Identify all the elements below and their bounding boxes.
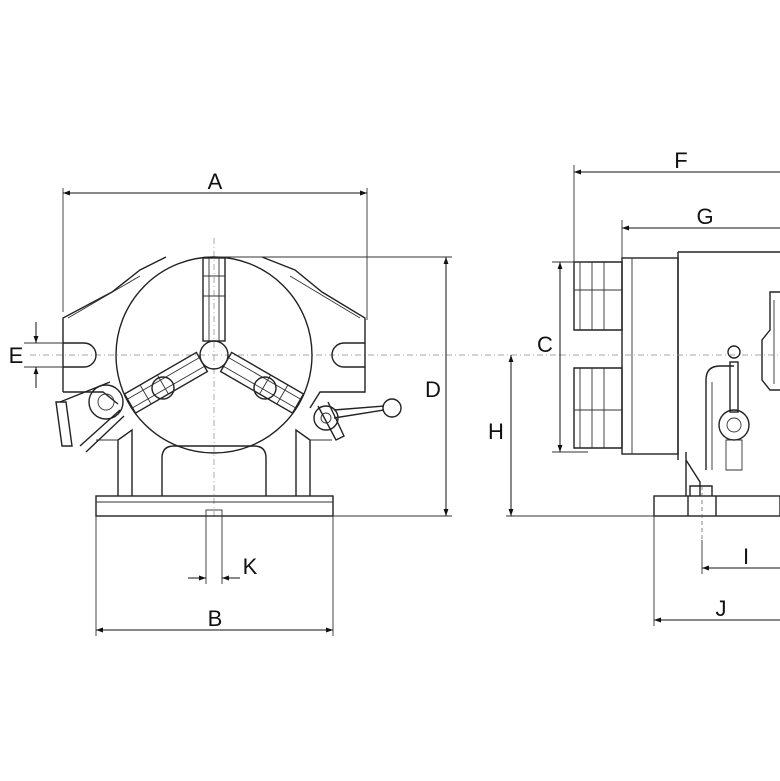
label-e: E xyxy=(9,343,24,368)
front-view: A D E B K xyxy=(9,169,560,636)
jaw-pinion-left xyxy=(151,376,175,400)
right-index-handle xyxy=(313,398,402,441)
left-clamp-slot xyxy=(63,342,97,368)
lower-jaw-block xyxy=(573,367,623,449)
base-key-slot xyxy=(205,509,223,517)
right-clamp-slot xyxy=(331,342,365,368)
jaw-pinion-right xyxy=(253,376,277,400)
jaw-top xyxy=(202,257,226,342)
label-j: J xyxy=(716,596,727,621)
label-d: D xyxy=(425,377,441,402)
upper-jaw-block xyxy=(573,261,623,331)
label-a: A xyxy=(208,169,223,194)
base-plate xyxy=(95,495,334,517)
jaw-lower-left xyxy=(219,351,305,414)
housing-top xyxy=(677,251,780,460)
label-i: I xyxy=(743,544,749,569)
side-view: F G C H I J xyxy=(488,148,780,626)
chuck-body-side xyxy=(621,257,679,455)
index-plate xyxy=(718,345,750,471)
left-lock-lever xyxy=(55,381,125,453)
plunger-knob-icon xyxy=(727,345,741,359)
label-b: B xyxy=(208,606,223,631)
label-c: C xyxy=(537,332,553,357)
handle-ball-icon xyxy=(382,398,402,418)
jaw-lower-right xyxy=(123,351,209,414)
label-k: K xyxy=(243,554,258,579)
side-base xyxy=(653,495,780,517)
label-g: G xyxy=(696,204,713,229)
pedestal-legs xyxy=(117,428,311,496)
label-f: F xyxy=(674,148,687,173)
label-h: H xyxy=(488,419,504,444)
pedestal-window xyxy=(161,445,267,496)
